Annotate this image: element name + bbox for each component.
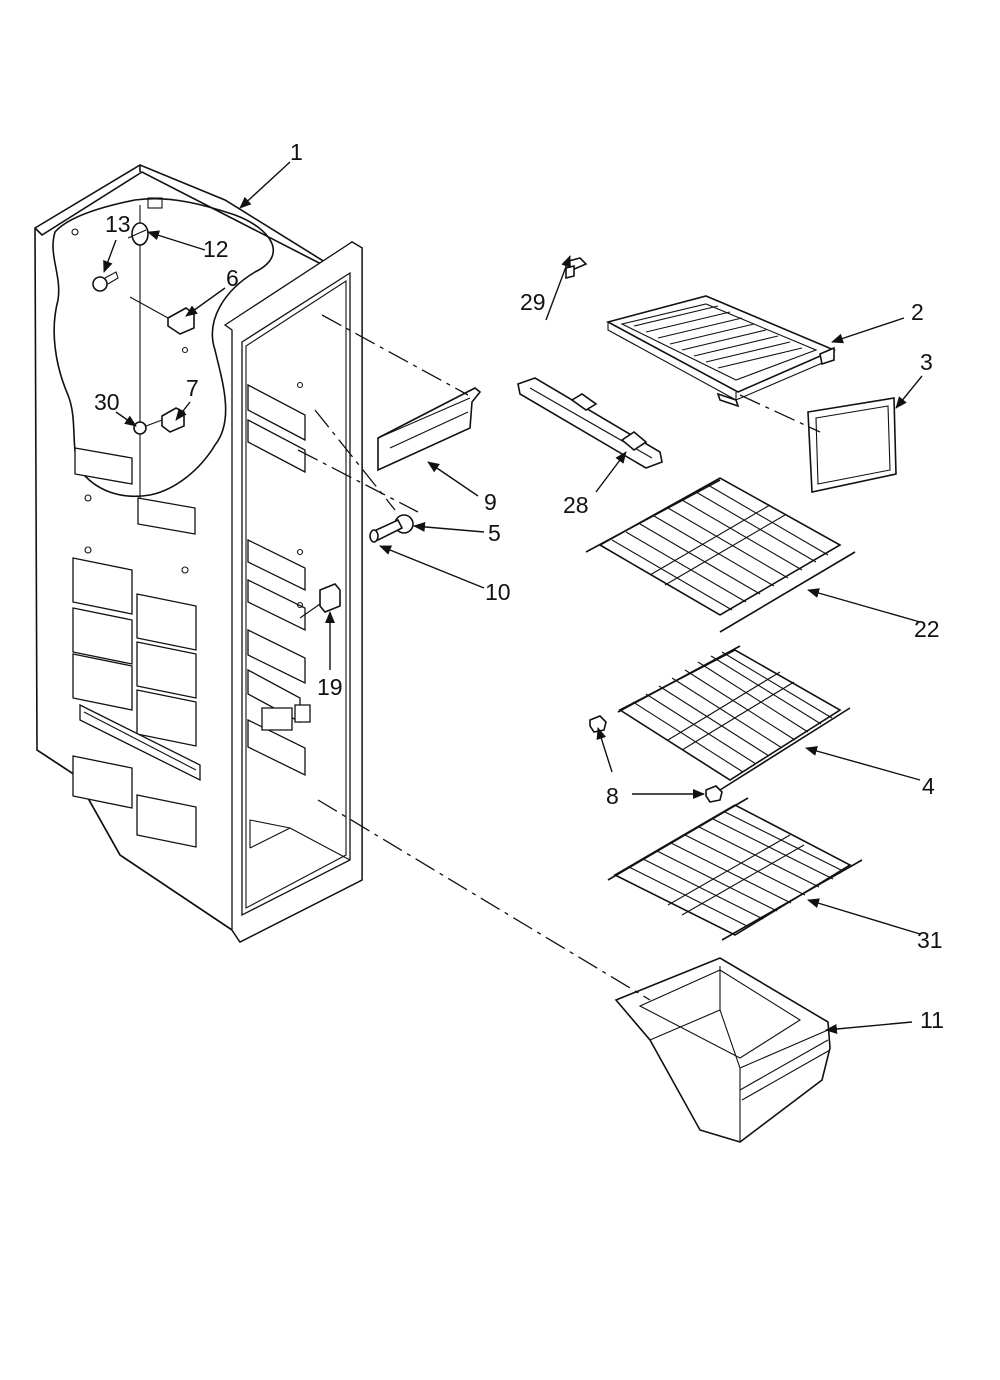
light-bulb [92, 271, 119, 292]
wire-shelf-22 [585, 477, 856, 633]
shelf-4-wires [632, 651, 833, 773]
vent-slots [72, 447, 201, 848]
callout-13: 13 [105, 211, 131, 237]
freezer-basket [614, 957, 831, 1143]
callout-5: 5 [488, 520, 501, 546]
freezer-liner-cabinet [34, 164, 363, 944]
callout-10: 10 [485, 579, 511, 605]
callout-12: 12 [203, 236, 229, 262]
shelf-31-wires [628, 811, 844, 928]
connector-19 [299, 583, 341, 619]
callout-28: 28 [563, 492, 589, 518]
wire-shelf-31 [607, 797, 863, 941]
ice-tray-shelf [605, 295, 837, 408]
shelf-22-wires [611, 484, 829, 611]
callout-9: 9 [484, 489, 497, 515]
callout-1: 1 [290, 139, 303, 165]
leader-lines [103, 161, 923, 1034]
callout-31: 31 [917, 927, 943, 953]
callout-30: 30 [94, 389, 120, 415]
callout-11: 11 [920, 1007, 944, 1033]
callout-2: 2 [911, 299, 924, 325]
alignment-lines [297, 314, 821, 1001]
callout-labels: 1 2 3 4 5 6 7 8 9 10 11 12 13 19 22 28 2… [94, 139, 944, 1033]
light-socket [127, 222, 149, 246]
callout-6: 6 [226, 265, 239, 291]
shelf-supports [247, 383, 311, 777]
callout-22: 22 [914, 616, 940, 642]
ice-shelf-wires [633, 305, 803, 369]
drain-assembly [369, 514, 414, 543]
callout-19: 19 [317, 674, 343, 700]
callout-7: 7 [186, 375, 199, 401]
shelf-bracket [517, 377, 663, 469]
air-duct [377, 387, 482, 472]
wire-shelf-4 [617, 645, 851, 791]
callout-3: 3 [920, 349, 933, 375]
callout-4: 4 [922, 773, 935, 799]
callout-29: 29 [520, 289, 546, 315]
callout-8: 8 [606, 783, 619, 809]
ice-tray-front [807, 397, 897, 493]
